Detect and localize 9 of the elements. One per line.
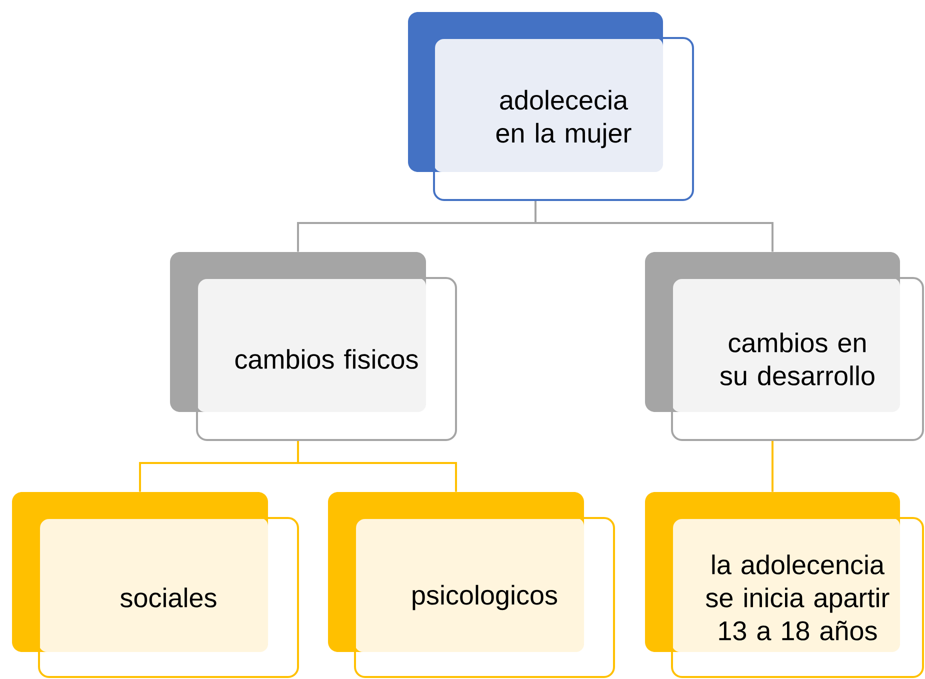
org-chart-box: adolececia en la mujer — [408, 12, 694, 201]
connector-line — [534, 201, 774, 252]
org-chart-box: cambios en su desarrollo — [645, 252, 924, 441]
org-chart-box: psicologicos — [328, 492, 615, 678]
org-chart-box: la adolecencia se inicia apartir 13 a 18 años — [645, 492, 924, 678]
connector-line — [772, 441, 774, 492]
connector-line — [297, 441, 457, 492]
org-chart-box: cambios fisicos — [170, 252, 457, 441]
org-chart-box: sociales — [12, 492, 299, 678]
